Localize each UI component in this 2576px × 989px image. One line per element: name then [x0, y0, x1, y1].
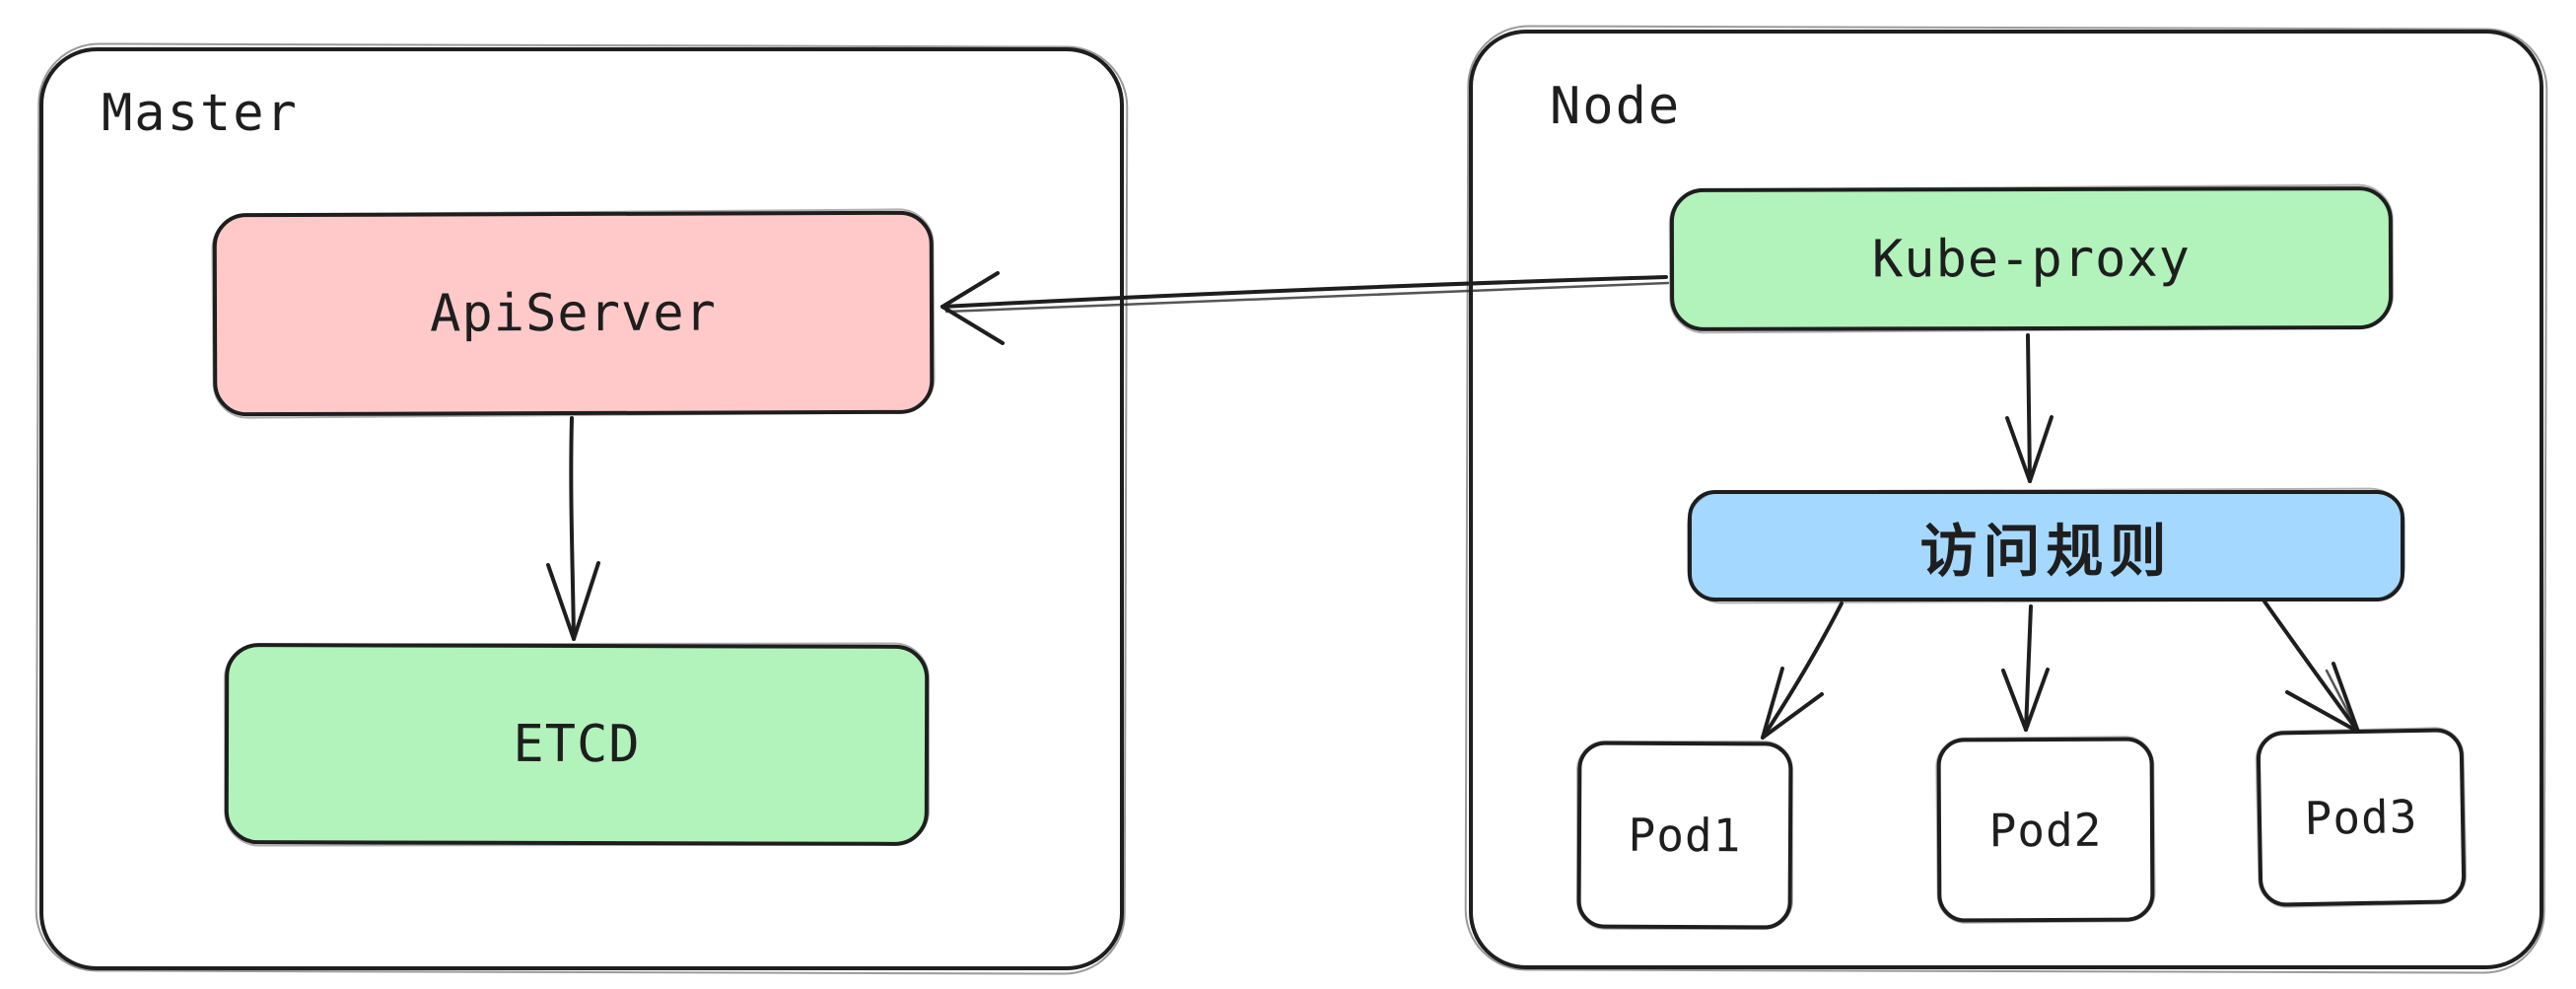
apiserver-label: ApiServer: [430, 283, 717, 344]
kube-proxy-label: Kube-proxy: [1871, 229, 2192, 289]
pod1-node: Pod1: [1576, 741, 1793, 930]
pod3-node: Pod3: [2256, 728, 2467, 907]
pod1-label: Pod1: [1628, 808, 1742, 863]
access-rules-label: 访问规则: [1919, 519, 2173, 584]
access-rules-node: 访问规则: [1688, 490, 2404, 601]
etcd-label: ETCD: [513, 714, 641, 775]
node-container: [1469, 30, 2543, 969]
pod2-label: Pod2: [1988, 803, 2103, 857]
master-container: [39, 47, 1124, 970]
apiserver-node: ApiServer: [212, 210, 935, 417]
kube-proxy-node: Kube-proxy: [1669, 186, 2394, 331]
node-label: Node: [1550, 77, 1682, 136]
master-label: Master: [102, 84, 299, 143]
pod2-node: Pod2: [1936, 737, 2155, 923]
etcd-node: ETCD: [224, 643, 930, 846]
pod3-label: Pod3: [2304, 790, 2418, 845]
